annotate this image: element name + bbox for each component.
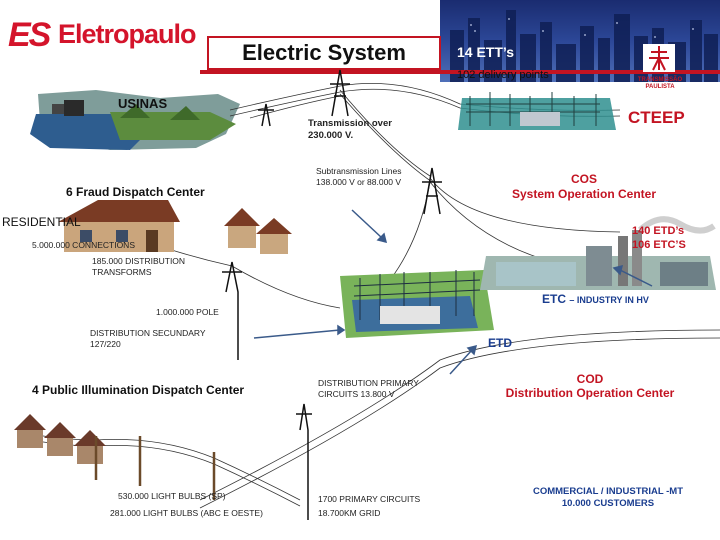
house-icon	[14, 200, 292, 464]
primary-circuits-label: 1700 PRIMARY CIRCUITS	[318, 494, 421, 504]
etc-count-label: 106 ETC’S	[632, 239, 686, 251]
subtransmission-label: Subtransmission Lines 138.000 V or 88.00…	[316, 166, 402, 187]
distribution-primary-label: DISTRIBUTION PRIMARY CIRCUITS 13.800 V	[318, 378, 419, 399]
cteep-label: CTEEP	[628, 108, 685, 127]
customers-label: 10.000 CUSTOMERS	[561, 498, 655, 509]
cos-label: COS	[570, 172, 597, 186]
pole-label: 1.000.000 POLE	[156, 307, 219, 317]
substation-icon	[340, 270, 494, 338]
usinas-label: USINAS	[118, 96, 168, 111]
partner-logo-text: TRANSMISSÃO PAULISTA	[637, 77, 683, 90]
distribution-transforms-label: 185.000 DISTRIBUTION TRANSFORMS	[92, 256, 186, 277]
title-box: Electric System	[207, 36, 441, 70]
connections-label: 5.000.000 CONNECTIONS	[32, 240, 135, 250]
transmission-tower-icon	[625, 42, 693, 84]
cod-label: COD	[576, 372, 604, 386]
transmission-tower-icon	[222, 69, 442, 520]
substation-icon	[458, 92, 616, 130]
logo-name: Eletropaulo	[58, 19, 197, 49]
company-logo: ES Eletropaulo	[8, 16, 203, 56]
utility-pole-icon	[94, 436, 216, 500]
etc-industry-label: ETC – INDUSTRY IN HV	[542, 292, 649, 306]
ett-count: 14 ETT’s	[457, 44, 515, 60]
transmission-label: Transmission over 230.000 V.	[308, 118, 392, 141]
delivery-points: 102 delivery points	[457, 69, 549, 81]
distribution-secondary-label: DISTRIBUTION SECUNDARY 127/220	[90, 328, 206, 349]
logo-prefix: ES	[8, 16, 51, 54]
fraud-center-label: 6 Fraud Dispatch Center	[66, 185, 205, 199]
light-bulbs-sp-label: 530.000 LIGHT BULBS (SP)	[118, 491, 226, 501]
power-plant-icon	[30, 90, 240, 150]
public-illumination-label: 4 Public Illumination Dispatch Center	[32, 383, 245, 397]
residential-label: RESIDENTIAL	[2, 215, 81, 229]
commercial-label: COMMERCIAL / INDUSTRIAL -MT	[532, 486, 684, 497]
cod-full-label: Distribution Operation Center	[505, 386, 675, 400]
header-rule	[200, 70, 720, 74]
cos-full-label: System Operation Center	[511, 187, 657, 201]
etd-label: ETD	[488, 336, 512, 350]
light-bulbs-abc-label: 281.000 LIGHT BULBS (ABC E OESTE)	[110, 508, 263, 518]
etd-count-label: 140 ETD’s	[632, 225, 685, 237]
grid-label: 18.700KM GRID	[318, 508, 381, 518]
factory-icon	[480, 216, 716, 290]
page-title: Electric System	[242, 40, 406, 65]
